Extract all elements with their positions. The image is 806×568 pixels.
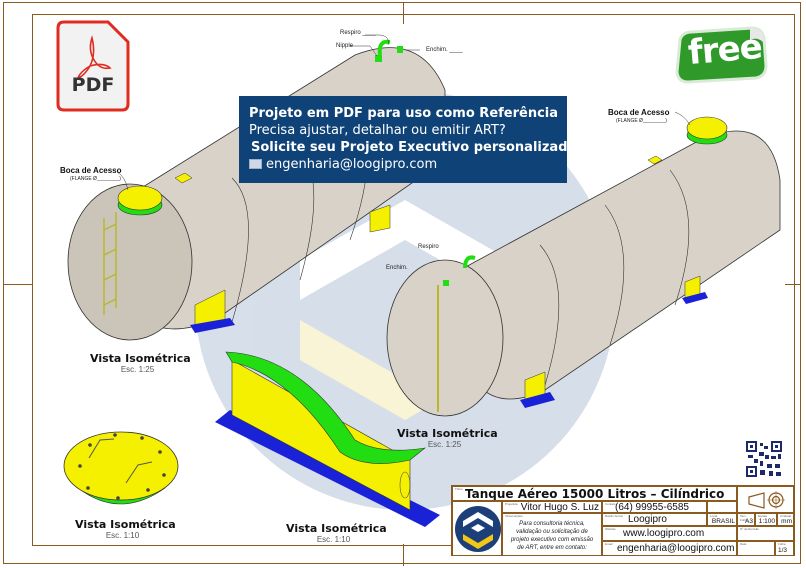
saddle-detail [215, 351, 440, 527]
company-cell: Razão Social Loogipro [602, 513, 707, 526]
drawing-title: Tanque Aéreo 15000 Litros – Cilíndrico [465, 487, 725, 501]
callout-boca-acesso-right: Boca de Acesso [608, 108, 670, 117]
notes-cell: Observações Para consultoria técnica, va… [502, 513, 602, 556]
phone-cell: Contato (64) 99955-6585 [602, 501, 707, 513]
free-sticker-icon: free [672, 26, 768, 86]
website-cell: Website www.loogipro.com [602, 526, 737, 541]
phone-label: Contato [605, 502, 616, 506]
company-label: Razão Social [605, 514, 623, 518]
view-caption-left-tank: Vista Isométrica Esc. 1:25 [90, 352, 191, 374]
view-scale: Esc. 1:10 [105, 531, 140, 540]
email-cell: Email engenharia@loogipro.com [602, 541, 737, 556]
scale-value: 1:100 [758, 518, 775, 525]
tank-right [386, 116, 781, 417]
promo-headline: Projeto em PDF para uso como Referência [249, 106, 559, 121]
outer-border [3, 2, 801, 564]
company-value: Loogipro [628, 514, 667, 525]
notes-line: Para consultoria técnica, [519, 521, 585, 527]
unit-value: mm [781, 518, 792, 525]
manhole-detail [63, 431, 179, 505]
pdf-label: PDF [71, 74, 115, 96]
author-value: Vitor Hugo S. Luz [520, 502, 599, 513]
sheet-number-cell: Folha 1/3 [775, 541, 794, 556]
phone-value[interactable]: (64) 99955-6585 [615, 502, 689, 513]
title-cell: Título Tanque Aéreo 15000 Litros – Cilín… [452, 486, 737, 501]
callout-boca-acesso-left: Boca de Acesso [60, 166, 122, 175]
blank-cell [707, 501, 737, 513]
email-link[interactable]: engenharia@loogipro.com [617, 543, 735, 554]
sheet-size-value: A3 [745, 518, 753, 525]
title-block: Título Tanque Aéreo 15000 Litros – Cilín… [451, 485, 795, 556]
view-title: Vista Isométrica [397, 427, 498, 440]
callout-respiro-right: Respiro [418, 244, 439, 250]
loogipro-logo-icon [455, 506, 501, 552]
center-mark-left [3, 284, 33, 285]
logo-cell [452, 501, 502, 556]
date-cell: Data [737, 541, 775, 556]
scale-label: Escala [758, 514, 768, 518]
country-label: Local [710, 514, 718, 518]
sheet-size-cell: Tam. Folha A3 [737, 513, 755, 526]
unit-cell: Unidade mm [777, 513, 794, 526]
promo-email-row[interactable]: engenharia@loogipro.com [249, 156, 557, 173]
pdf-file-icon[interactable]: PDF [56, 20, 130, 112]
free-label: free [686, 26, 764, 74]
promo-banner: Projeto em PDF para uso como Referência … [239, 96, 582, 183]
center-mark-top [403, 2, 404, 24]
sheet-number-value: 1/3 [778, 547, 788, 554]
author-label: Projetista [505, 502, 518, 506]
view-title: Vista Isométrica [286, 522, 387, 535]
callout-enchimento-right: Enchim. [386, 265, 408, 271]
center-mark-bottom [403, 544, 404, 566]
view-scale: Esc. 1:25 [120, 365, 155, 374]
country-cell: Local BRASIL [707, 513, 737, 526]
view-title: Vista Isométrica [90, 352, 191, 365]
pdf-badge-graphic [56, 20, 130, 112]
sheet-number-label: Folha [778, 542, 786, 546]
view-title: Vista Isométrica [75, 518, 176, 531]
projection-cell [737, 486, 794, 513]
notes-label: Observações [505, 514, 523, 518]
author-cell: Projetista Vitor Hugo S. Luz [502, 501, 602, 513]
website-label: Website [605, 527, 616, 531]
sheet-size-label: Tam. Folha [740, 514, 748, 522]
callout-enchimento: Enchim. ____ [426, 47, 463, 53]
notes-text: Para consultoria técnica, validação ou s… [503, 520, 601, 552]
unit-label: Unidade [780, 514, 792, 518]
envelope-icon [249, 158, 262, 169]
callout-nipple: Nipple [336, 43, 354, 49]
view-caption-manhole: Vista Isométrica Esc. 1:10 [75, 518, 176, 540]
acrobat-glyph-icon [76, 35, 112, 80]
view-caption-saddle: Vista Isométrica Esc. 1:10 [286, 522, 387, 544]
website-link[interactable]: www.loogipro.com [623, 528, 705, 539]
promo-question: Precisa ajustar, detalhar ou emitir ART? [249, 123, 506, 138]
first-angle-projection-icon [748, 491, 785, 509]
notes-line: projeto executivo com emissão [510, 537, 594, 543]
revision-cell: Nº da Revisão [737, 526, 794, 541]
free-sticker-graphic [675, 26, 768, 84]
notes-line: validação ou solicitação de [516, 529, 588, 535]
promo-cta: Solicite seu Projeto Executivo personali… [251, 140, 582, 155]
scale-cell: Escala 1:100 [755, 513, 777, 526]
callout-flange-right: (FLANGE Ø________) [616, 118, 667, 124]
view-scale: Esc. 1:10 [316, 535, 351, 544]
qr-code-icon[interactable] [745, 440, 783, 478]
email-label: Email [605, 542, 613, 546]
center-mark-right [785, 284, 801, 285]
inner-border [32, 14, 795, 546]
revision-label: Nº da Revisão [740, 527, 760, 531]
callout-flange-left: (FLANGE Ø________) [70, 176, 121, 182]
view-scale: Esc. 1:25 [427, 440, 462, 449]
callout-respiro: Respiro ____ [340, 30, 376, 36]
promo-email-link[interactable]: engenharia@loogipro.com [266, 157, 438, 172]
view-caption-right-tank: Vista Isométrica Esc. 1:25 [397, 427, 498, 449]
date-label: Data [740, 542, 747, 546]
notes-line: de ART, entre em contato: [517, 545, 587, 551]
country-value: BRASIL [711, 518, 735, 525]
